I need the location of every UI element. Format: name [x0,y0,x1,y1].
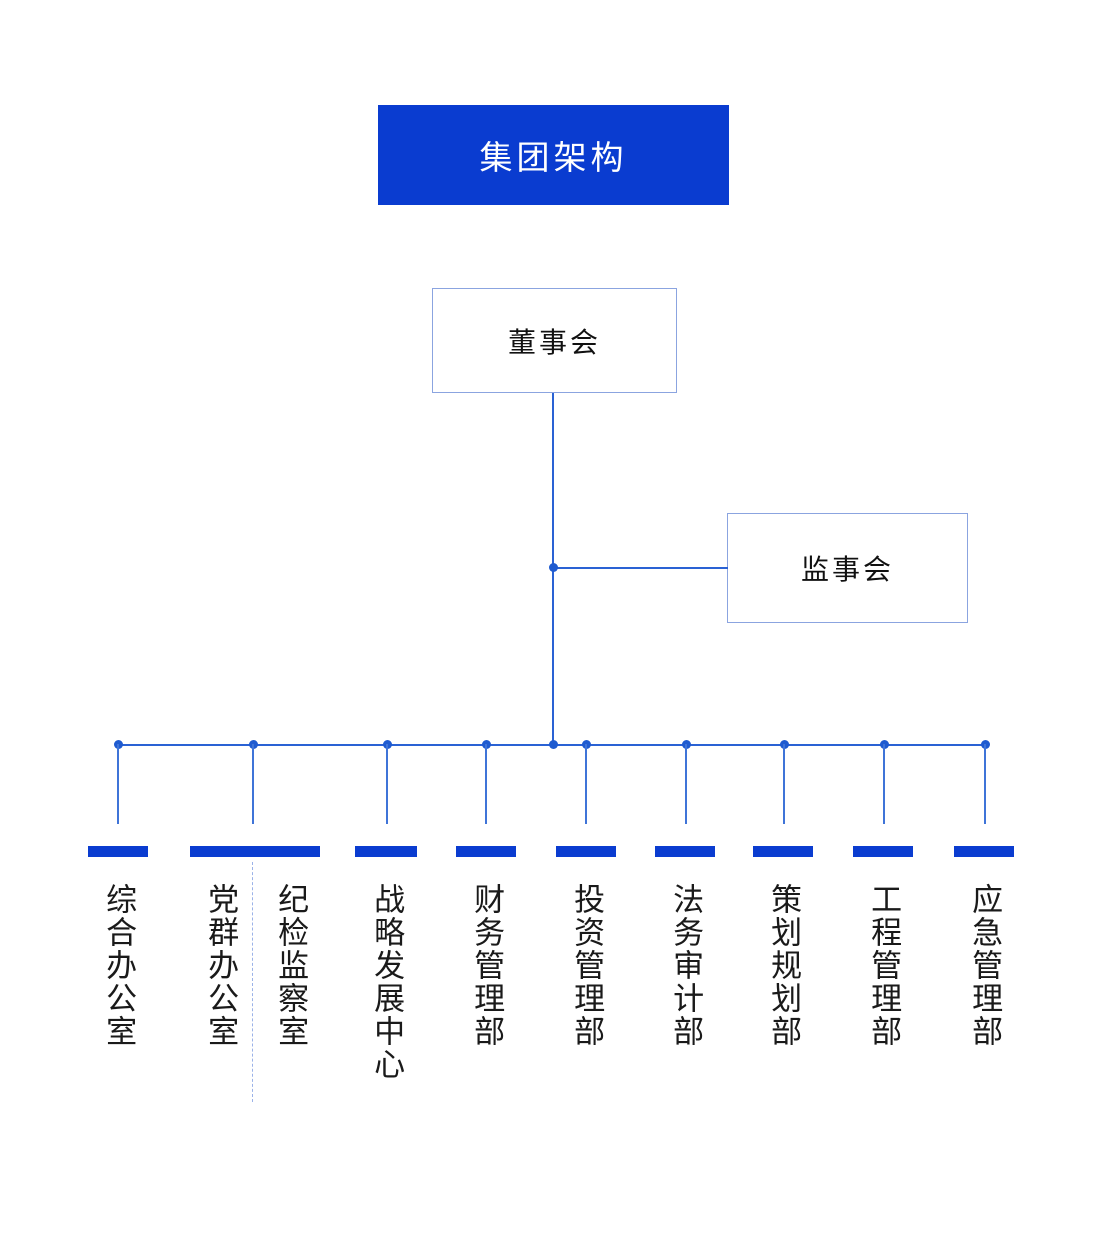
drop-line-zonghe [117,744,119,824]
department-yingjiguanlibu[interactable]: 应急管理部 [954,846,1014,1048]
divider-dangqun-jijian-dashed [252,862,253,1102]
drop-line-gongcheng [883,744,885,824]
drop-line-caiwu [485,744,487,824]
department-bar-yingjiguanlibu [954,846,1014,857]
department-label-zhanluefazhanzhongxin: 战略发展中心 [369,883,405,1081]
drop-line-cehua [783,744,785,824]
department-bar-caiwuguanlibu [456,846,516,857]
department-zhanluefazhanzhongxin[interactable]: 战略发展中心 [355,846,417,1081]
drop-line-yingji [984,744,986,824]
department-label-gongchengguanlibu: 工程管理部 [866,883,902,1048]
department-jijianjianchashi[interactable]: 纪检监察室 [260,846,320,1048]
department-bar-shared-dangqun-jijian [190,846,320,857]
department-gongchengguanlibu[interactable]: 工程管理部 [853,846,913,1048]
drop-line-fawu [685,744,687,824]
department-fawushenjibu[interactable]: 法务审计部 [655,846,715,1048]
department-label-zonghebangongshi: 综合办公室 [101,883,137,1048]
department-label-touziguanlibu: 投资管理部 [569,883,605,1048]
department-touziguanlibu[interactable]: 投资管理部 [556,846,616,1048]
department-label-dangqunbangongshi: 党群办公室 [203,883,239,1048]
node-board-of-directors-label: 董事会 [507,326,601,358]
department-bar-fawushenjibu [655,846,715,857]
department-label-caiwuguanlibu: 财务管理部 [469,883,505,1048]
department-dangqunbangongshi[interactable]: 党群办公室 [190,846,250,1048]
drop-line-dangqun [252,744,254,824]
drop-line-touzi [585,744,587,824]
department-label-yingjiguanlibu: 应急管理部 [967,883,1003,1048]
connector-supervisor-branch [553,567,728,569]
node-group-structure-label: 集团架构 [479,139,628,176]
department-bar-zhanluefazhanzhongxin [355,846,417,857]
department-bar-touziguanlibu [556,846,616,857]
bus-dot-trunk [548,739,558,749]
department-bar-cehuaguihuabu [753,846,813,857]
drop-line-zhanlue [386,744,388,824]
department-bar-gongchengguanlibu [853,846,913,857]
connector-supervisor-junction-dot [548,562,558,572]
node-board-of-directors[interactable]: 董事会 [432,288,677,393]
department-zonghebangongshi[interactable]: 综合办公室 [88,846,148,1048]
department-label-fawushenjibu: 法务审计部 [668,883,704,1048]
node-group-structure[interactable]: 集团架构 [378,105,729,205]
node-board-of-supervisors-label: 监事会 [800,554,894,585]
department-label-cehuaguihuabu: 策划规划部 [766,883,802,1048]
department-caiwuguanlibu[interactable]: 财务管理部 [456,846,516,1048]
department-bar-zonghebangongshi [88,846,148,857]
department-cehuaguihuabu[interactable]: 策划规划部 [753,846,813,1048]
department-label-jijianjianchashi: 纪检监察室 [273,883,309,1048]
node-board-of-supervisors[interactable]: 监事会 [727,513,968,623]
